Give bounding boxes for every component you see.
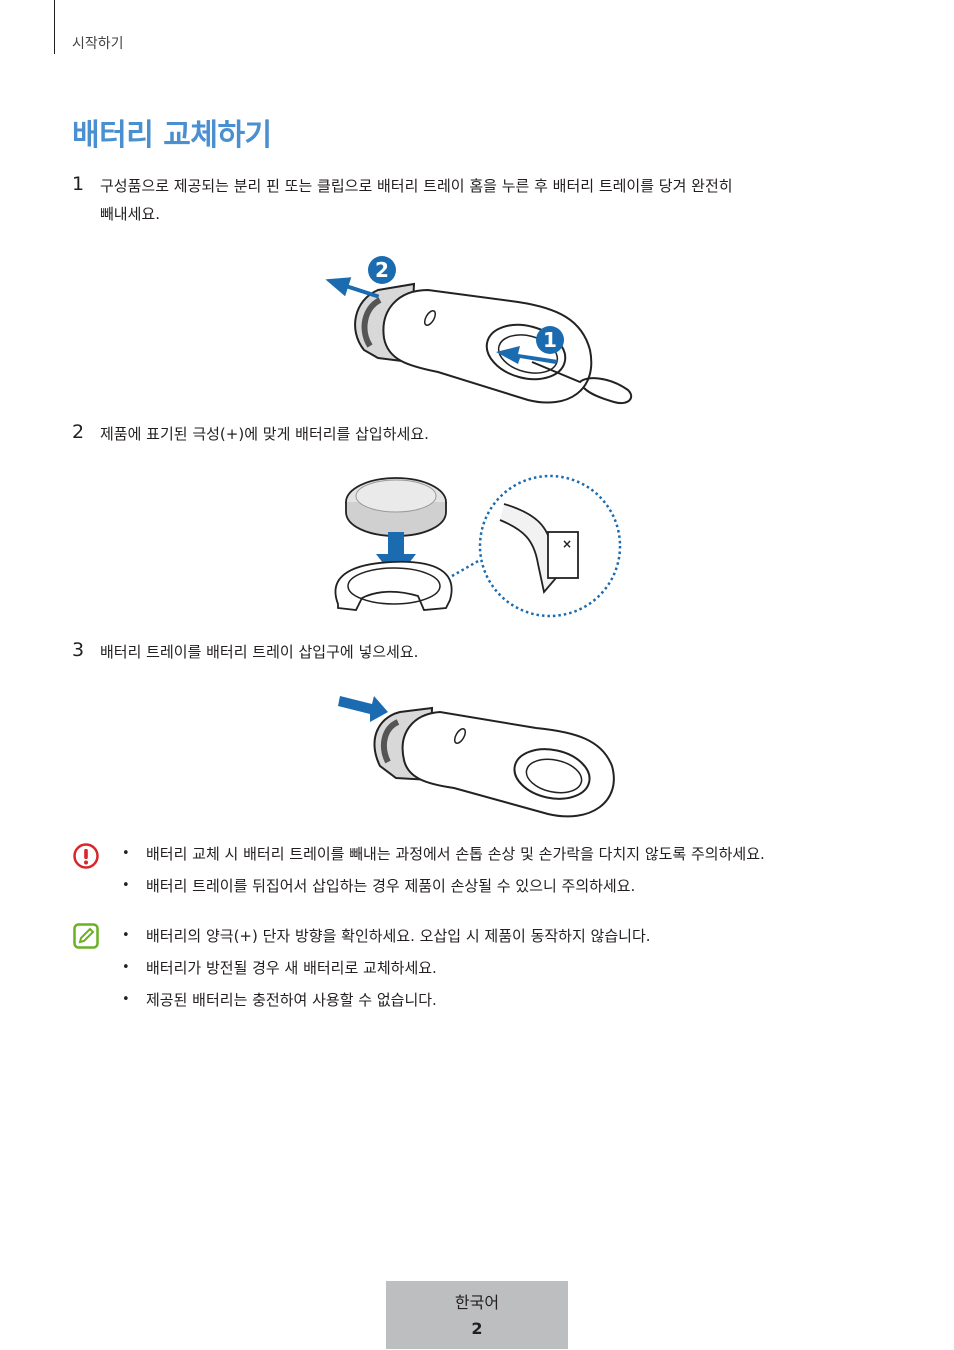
battery-tray (334, 560, 453, 611)
margin-line (54, 0, 55, 54)
figure-insert-battery: × (334, 474, 622, 618)
step-number: 1 (72, 173, 85, 195)
list-item: 제공된 배터리는 충전하여 사용할 수 없습니다. (120, 984, 651, 1016)
figure-insert-tray (338, 696, 615, 818)
svg-text:×: × (562, 537, 572, 551)
callout-badge (368, 256, 396, 284)
step-text: 빼내세요. (100, 205, 160, 223)
section-label: 시작하기 (72, 36, 124, 52)
list-item: 배터리 트레이를 뒤집어서 삽입하는 경우 제품이 손상될 수 있으니 주의하세… (120, 870, 765, 902)
step-text: 구성품으로 제공되는 분리 핀 또는 클립으로 배터리 트레이 홈을 누른 후 … (100, 177, 733, 195)
note-pencil-icon (73, 923, 99, 949)
footer-language: 한국어 (454, 1293, 500, 1312)
step-number: 2 (72, 421, 85, 443)
step-number: 3 (72, 639, 85, 661)
callout-number: 2 (375, 258, 389, 282)
page-footer: 한국어 2 (386, 1281, 568, 1349)
arrow-icon (496, 346, 558, 364)
callout-badge (536, 326, 564, 354)
figure-remove-tray: 2 1 (325, 256, 633, 404)
notes-list: 배터리의 양극(+) 단자 방향을 확인하세요. 오삽입 시 제품이 동작하지 … (120, 920, 651, 1016)
list-item: 배터리의 양극(+) 단자 방향을 확인하세요. 오삽입 시 제품이 동작하지 … (120, 920, 651, 952)
arrow-icon (338, 696, 388, 722)
list-item: 배터리가 방전될 경우 새 배터리로 교체하세요. (120, 952, 651, 984)
arrow-icon (376, 532, 416, 580)
page-title: 배터리 교체하기 (72, 118, 272, 153)
eject-pin (531, 361, 633, 404)
arrow-icon (325, 277, 380, 299)
list-item: 배터리 교체 시 배터리 트레이를 빼내는 과정에서 손톱 손상 및 손가락을 … (120, 838, 765, 870)
step-text: 제품에 표기된 극성(+)에 맞게 배터리를 삽입하세요. (100, 425, 429, 443)
callout-number: 1 (543, 328, 557, 352)
caution-list: 배터리 교체 시 배터리 트레이를 빼내는 과정에서 손톱 손상 및 손가락을 … (120, 838, 765, 902)
caution-icon (73, 843, 99, 869)
step-text: 배터리 트레이를 배터리 트레이 삽입구에 넣으세요. (100, 643, 419, 661)
page-number: 2 (471, 1319, 483, 1338)
